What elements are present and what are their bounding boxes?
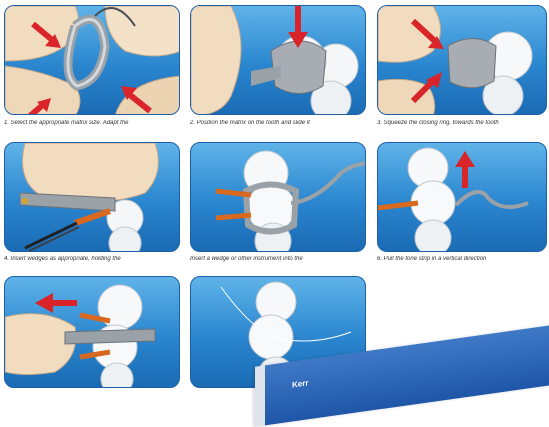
step-6-illustration <box>377 142 547 252</box>
step-4-caption: 4. Insert wedges as appropriate, holding… <box>4 256 180 263</box>
step-7-illustration <box>4 276 180 388</box>
step-2-illustration <box>190 5 366 115</box>
step-3-illustration <box>377 5 547 115</box>
step-1-illustration <box>4 5 180 115</box>
step-5-caption: Insert a wedge or other instrument into … <box>190 256 366 263</box>
step-2-caption: 2. Position the matrix on the tooth and … <box>190 120 366 127</box>
step-1-caption: 1. Select the appropriate matrix size. A… <box>4 120 180 127</box>
step-5-illustration <box>190 142 366 252</box>
step-4-illustration <box>4 142 180 252</box>
left-arrow-icon <box>35 293 77 313</box>
step-6-caption: 6. Pull the tone strip in a vertical dir… <box>377 256 547 263</box>
up-arrow-icon <box>455 151 475 188</box>
step-3-caption: 3. Squeeze the closing ring, towards the… <box>377 120 547 127</box>
